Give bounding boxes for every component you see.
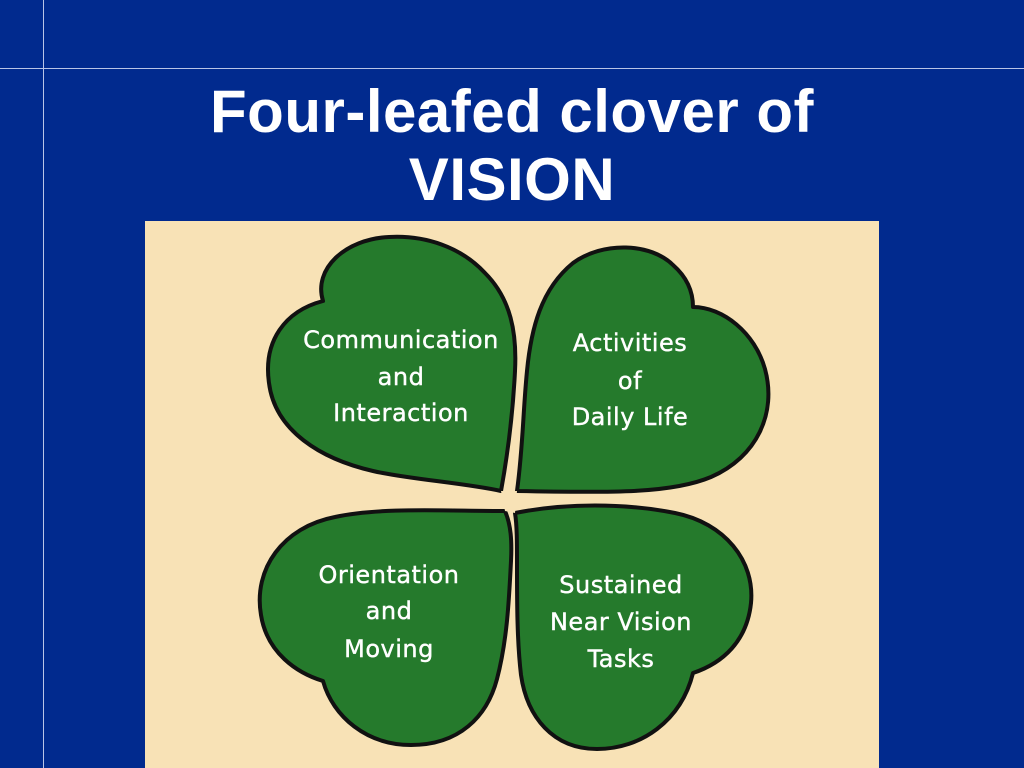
leaf-top-left <box>266 234 518 493</box>
four-leaf-clover-diagram: Communication and Interaction Activities… <box>257 234 771 751</box>
leaf-label-line: and <box>378 363 425 391</box>
clover-center <box>501 491 517 513</box>
leaf-bottom-right <box>513 503 754 751</box>
leaf-label-line: Tasks <box>587 645 655 673</box>
leaf-top-right <box>515 245 771 494</box>
leaf-bottom-left <box>257 508 514 747</box>
leaf-label-bottom-left: Orientation and Moving <box>318 561 460 663</box>
slide-title-line-1: Four-leafed clover of <box>210 78 814 145</box>
leaf-label-line: Sustained <box>559 571 682 599</box>
slide-title: Four-leafed clover of VISION <box>0 78 1024 214</box>
leaf-label-top-right: Activities of Daily Life <box>571 329 689 431</box>
leaf-label-line: Near Vision <box>550 608 692 636</box>
leaf-label-line: Interaction <box>333 399 469 427</box>
leaf-label-line: of <box>618 367 642 395</box>
leaf-label-top-left: Communication and Interaction <box>303 326 499 427</box>
leaf-label-line: Activities <box>573 329 688 357</box>
leaf-label-bottom-right: Sustained Near Vision Tasks <box>550 571 692 673</box>
leaf-label-line: Daily Life <box>572 403 689 431</box>
leaf-label-line: Orientation <box>319 561 460 589</box>
leaf-label-line: and <box>366 597 413 625</box>
leaf-label-line: Moving <box>344 635 434 663</box>
slide-title-line-2: VISION <box>408 146 616 213</box>
vertical-rule <box>43 0 44 768</box>
leaf-label-line: Communication <box>303 326 499 354</box>
clover-panel: Communication and Interaction Activities… <box>145 221 879 768</box>
horizontal-rule <box>0 68 1024 69</box>
